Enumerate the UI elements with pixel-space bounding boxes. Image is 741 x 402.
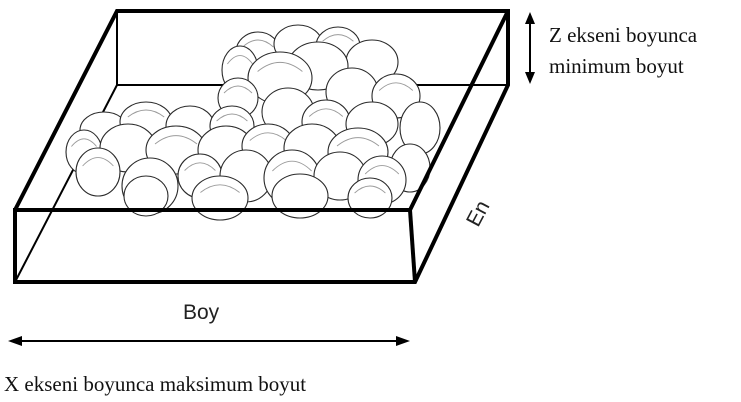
pebble-contour: [364, 165, 400, 175]
x-axis-arrow: [8, 336, 410, 346]
x-axis-label: X ekseni boyunca maksimum boyut: [4, 372, 306, 396]
pebble-contour: [308, 108, 344, 117]
pebble-contour: [154, 135, 198, 145]
pebble-contour: [249, 132, 287, 141]
pebble-contour: [200, 184, 240, 193]
box-front-edges: [13, 9, 510, 284]
pebble-contour: [227, 55, 253, 65]
pebble-contour: [127, 109, 165, 118]
pebble-contour: [71, 138, 97, 147]
pebble: [123, 175, 169, 217]
pebble-contour: [242, 39, 274, 48]
pebble-contour: [82, 157, 114, 167]
pebble-contour: [336, 137, 380, 147]
pebble: [271, 173, 329, 219]
pebble: [75, 147, 121, 197]
pebble-contour: [223, 85, 253, 94]
pebble-contour: [216, 113, 248, 122]
width-label: En: [462, 197, 494, 230]
pebble-contour: [184, 162, 216, 171]
pebble-contour: [272, 160, 312, 172]
length-label: Boy: [183, 301, 220, 324]
pebble: [191, 175, 249, 221]
pebble-contour: [322, 34, 354, 42]
z-axis-arrow: [525, 12, 535, 84]
pebble-pile: [65, 24, 441, 221]
pebble-contour: [354, 185, 386, 194]
z-axis-label-line1: Z ekseni boyunca: [549, 23, 698, 47]
z-axis-label-line2: minimum boyut: [549, 54, 684, 78]
pebble-contour: [378, 82, 414, 91]
pebble-contour: [257, 61, 303, 72]
